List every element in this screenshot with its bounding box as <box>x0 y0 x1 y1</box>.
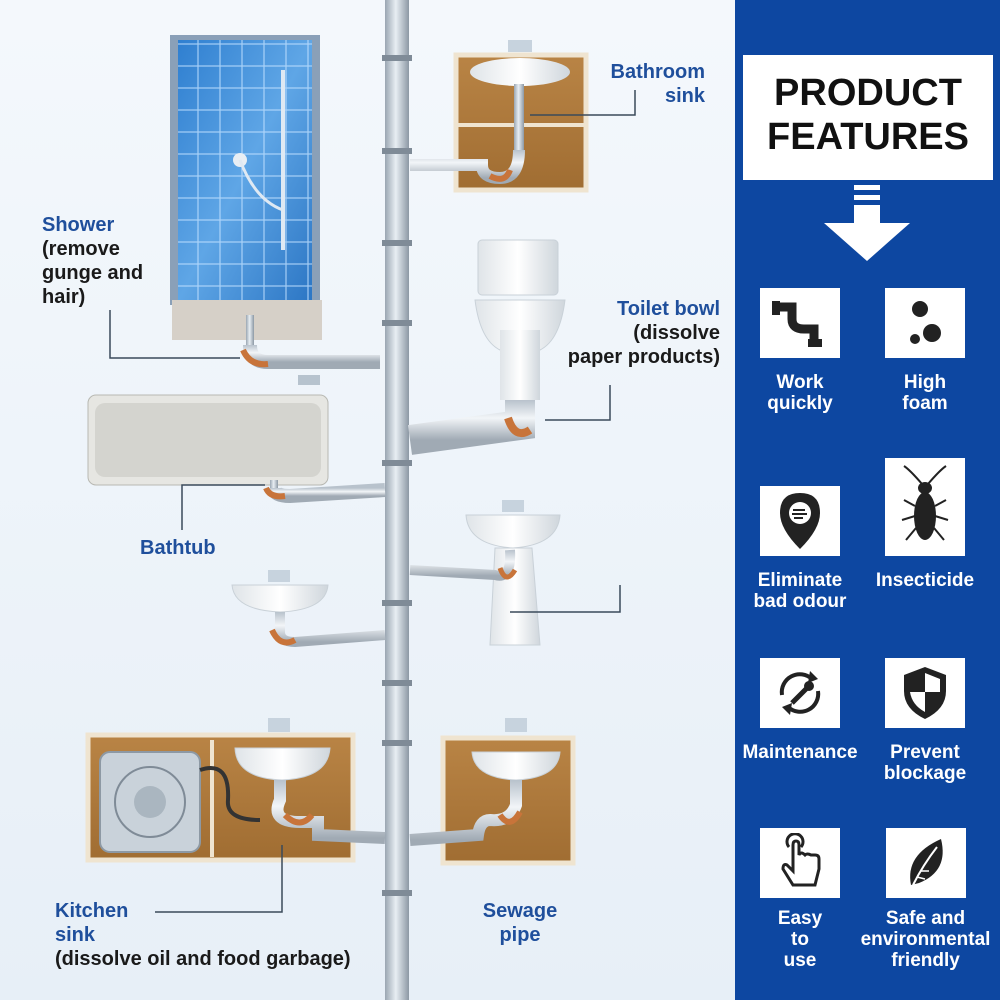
cockroach-icon <box>885 458 965 556</box>
leaf-icon <box>885 828 966 898</box>
pipe-icon <box>760 288 840 358</box>
product-features-title: PRODUCT FEATURES <box>743 55 993 180</box>
shower-unit <box>170 35 380 369</box>
wrench-cycle-icon <box>760 658 840 728</box>
down-arrow-icon <box>824 185 910 261</box>
sewage-cabinet <box>409 718 576 866</box>
main-sewage-pipe <box>385 0 409 1000</box>
pedestal-sink-unit <box>409 500 561 646</box>
pipe-joints <box>382 55 412 896</box>
feature-insecticide: Insecticide <box>860 458 990 591</box>
bathtub-label: Bathtub <box>140 537 216 559</box>
plumbing-diagram <box>85 0 636 1000</box>
toilet-bowl-label: Toilet bowl (dissolve paper products) <box>567 298 720 368</box>
kitchen-cabinet <box>85 718 386 863</box>
wall-sink-unit <box>231 570 386 648</box>
odour-pin-icon <box>760 486 840 556</box>
shower-label: Shower (remove gunge and hair) <box>42 214 144 308</box>
shield-icon <box>885 658 965 728</box>
bathroom-sink-unit <box>410 40 589 193</box>
bathtub-unit <box>87 375 386 504</box>
kitchen-sink-label: Kitchen sink (dissolve oil and food garb… <box>55 900 351 970</box>
leader-lines <box>109 90 636 913</box>
bubbles-icon <box>885 288 965 358</box>
hand-tap-icon <box>760 828 840 898</box>
toilet-unit <box>407 239 566 455</box>
feature-maintenance: Maintenance <box>735 658 865 763</box>
